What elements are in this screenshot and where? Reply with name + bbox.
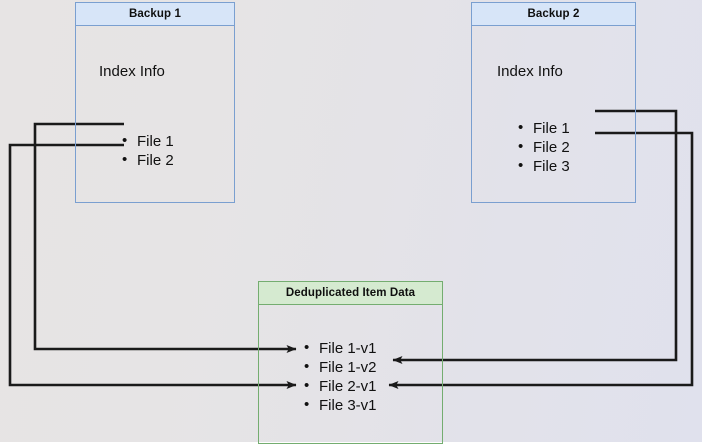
- list-item: File 3: [516, 156, 570, 176]
- list-item: File 2: [516, 137, 570, 157]
- list-item: File 2: [120, 150, 174, 170]
- node-deduplicated-item-data[interactable]: Deduplicated Item Data File 1-v1 File 1-…: [258, 281, 443, 444]
- node-backup-1[interactable]: Backup 1 Index Info File 1 File 2: [75, 2, 235, 203]
- node-dedup-title: Deduplicated Item Data: [259, 282, 442, 305]
- node-backup-1-title: Backup 1: [76, 3, 234, 26]
- node-backup-1-body: Index Info File 1 File 2: [76, 26, 234, 202]
- node-dedup-body: File 1-v1 File 1-v2 File 2-v1 File 3-v1: [259, 305, 442, 443]
- list-item: File 1: [516, 118, 570, 138]
- backup-2-file-list: File 1 File 2 File 3: [516, 118, 570, 176]
- backup-1-index-label: Index Info: [99, 63, 165, 80]
- list-item: File 2-v1: [302, 376, 377, 396]
- list-item: File 1: [120, 131, 174, 151]
- list-item: File 1-v2: [302, 357, 377, 377]
- list-item: File 1-v1: [302, 338, 377, 358]
- dedup-file-list: File 1-v1 File 1-v2 File 2-v1 File 3-v1: [302, 338, 377, 415]
- node-backup-2[interactable]: Backup 2 Index Info File 1 File 2 File 3: [471, 2, 636, 203]
- list-item: File 3-v1: [302, 395, 377, 415]
- backup-1-file-list: File 1 File 2: [120, 131, 174, 170]
- backup-2-index-label: Index Info: [497, 63, 563, 80]
- node-backup-2-body: Index Info File 1 File 2 File 3: [472, 26, 635, 202]
- node-backup-2-title: Backup 2: [472, 3, 635, 26]
